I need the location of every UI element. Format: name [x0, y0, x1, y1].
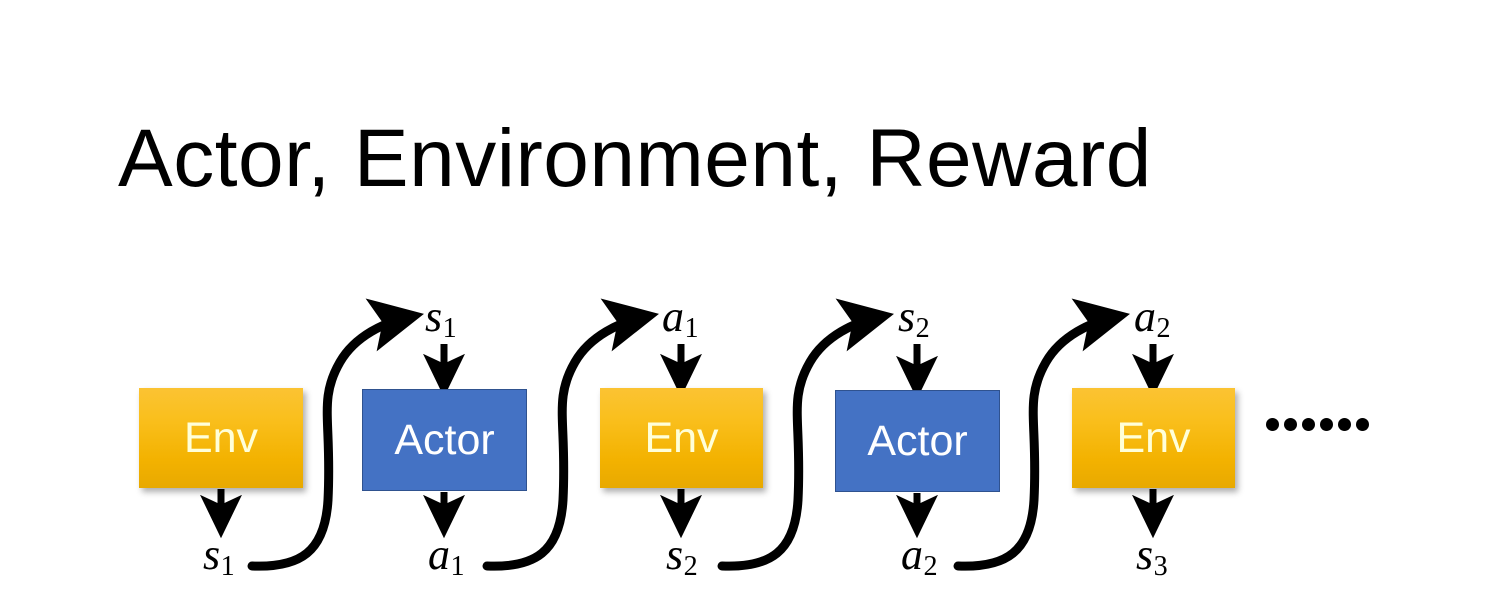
subscript: 2	[915, 313, 930, 345]
label-top-s2: s2	[898, 295, 930, 343]
subscript: 1	[442, 313, 457, 345]
label-bottom-s2: s2	[666, 533, 698, 581]
label-bottom-a1: a1	[428, 533, 465, 581]
ellipsis-dot	[1284, 418, 1297, 431]
node-env-3[interactable]: Env	[1072, 388, 1235, 488]
subscript: 1	[450, 551, 465, 583]
ellipsis-dot	[1356, 418, 1369, 431]
page-title: Actor, Environment, Reward	[118, 113, 1152, 204]
label-top-s1: s1	[425, 295, 457, 343]
symbol: s	[666, 530, 684, 579]
symbol: a	[428, 530, 450, 579]
subscript: 1	[220, 551, 235, 583]
node-actor-2[interactable]: Actor	[835, 390, 1000, 492]
node-label: Env	[1116, 413, 1191, 462]
subscript: 2	[923, 551, 938, 583]
ellipsis-dot	[1320, 418, 1333, 431]
label-bottom-a2: a2	[901, 533, 938, 581]
node-actor-1[interactable]: Actor	[362, 389, 527, 491]
symbol: s	[898, 292, 916, 341]
node-env-2[interactable]: Env	[600, 388, 763, 488]
label-top-a1: a1	[662, 295, 699, 343]
node-label: Actor	[394, 415, 495, 464]
node-label: Env	[183, 413, 259, 462]
label-bottom-s1: s1	[203, 533, 235, 581]
symbol: s	[1136, 530, 1154, 579]
ellipsis-dot	[1338, 418, 1351, 431]
symbol: s	[425, 292, 443, 341]
node-label: Env	[644, 413, 719, 462]
subscript: 2	[1156, 313, 1171, 345]
ellipsis-dot	[1266, 418, 1279, 431]
symbol: a	[1134, 292, 1156, 341]
ellipsis-dot	[1302, 418, 1315, 431]
subscript: 3	[1153, 551, 1168, 583]
ellipsis-continuation	[1266, 418, 1369, 431]
subscript: 2	[683, 551, 698, 583]
label-top-a2: a2	[1134, 295, 1171, 343]
symbol: s	[203, 530, 221, 579]
node-env-1[interactable]: Env	[139, 388, 303, 488]
symbol: a	[901, 530, 923, 579]
ellipsis-group-1	[1266, 418, 1315, 431]
subscript: 1	[684, 313, 699, 345]
node-label: Actor	[867, 416, 968, 465]
symbol: a	[662, 292, 684, 341]
ellipsis-group-2	[1320, 418, 1369, 431]
label-bottom-s3: s3	[1136, 533, 1168, 581]
